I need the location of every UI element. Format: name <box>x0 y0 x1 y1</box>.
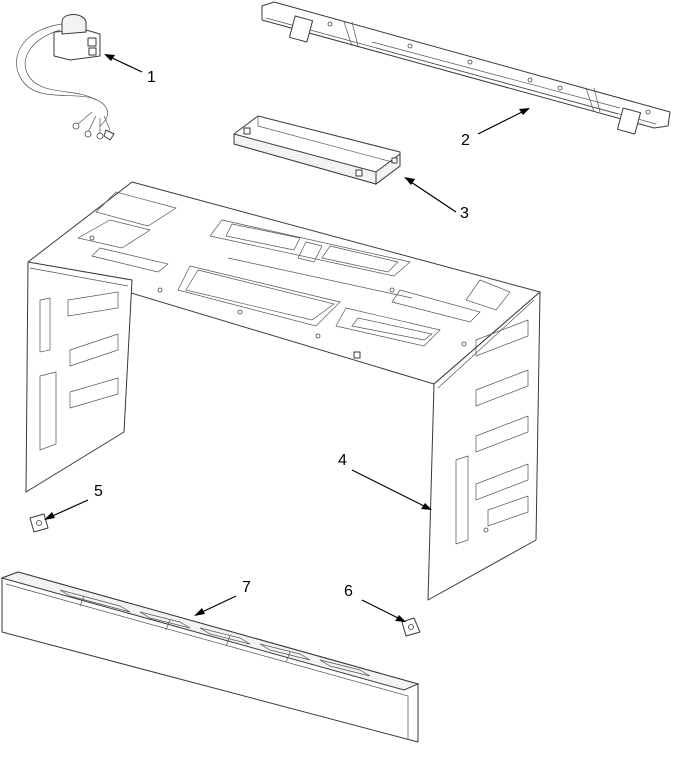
part-4-frame <box>25 181 541 601</box>
part-7-front-trim <box>0 571 420 743</box>
callout-2-label: 2 <box>461 132 470 149</box>
callout-5-label: 5 <box>94 483 103 500</box>
part-6-clip <box>401 617 421 637</box>
callout-6-label: 6 <box>344 583 353 600</box>
part-5-clip <box>29 513 49 533</box>
callout-1-label: 1 <box>147 69 156 86</box>
callout-arrows <box>44 54 530 622</box>
callout-7-label: 7 <box>242 579 251 596</box>
callout-3-label: 3 <box>460 205 469 222</box>
part-3-electrical-box <box>233 115 401 185</box>
part-2-top-rail <box>261 1 671 135</box>
callout-4-label: 4 <box>338 452 347 469</box>
part-1-switch-harness <box>16 14 115 141</box>
